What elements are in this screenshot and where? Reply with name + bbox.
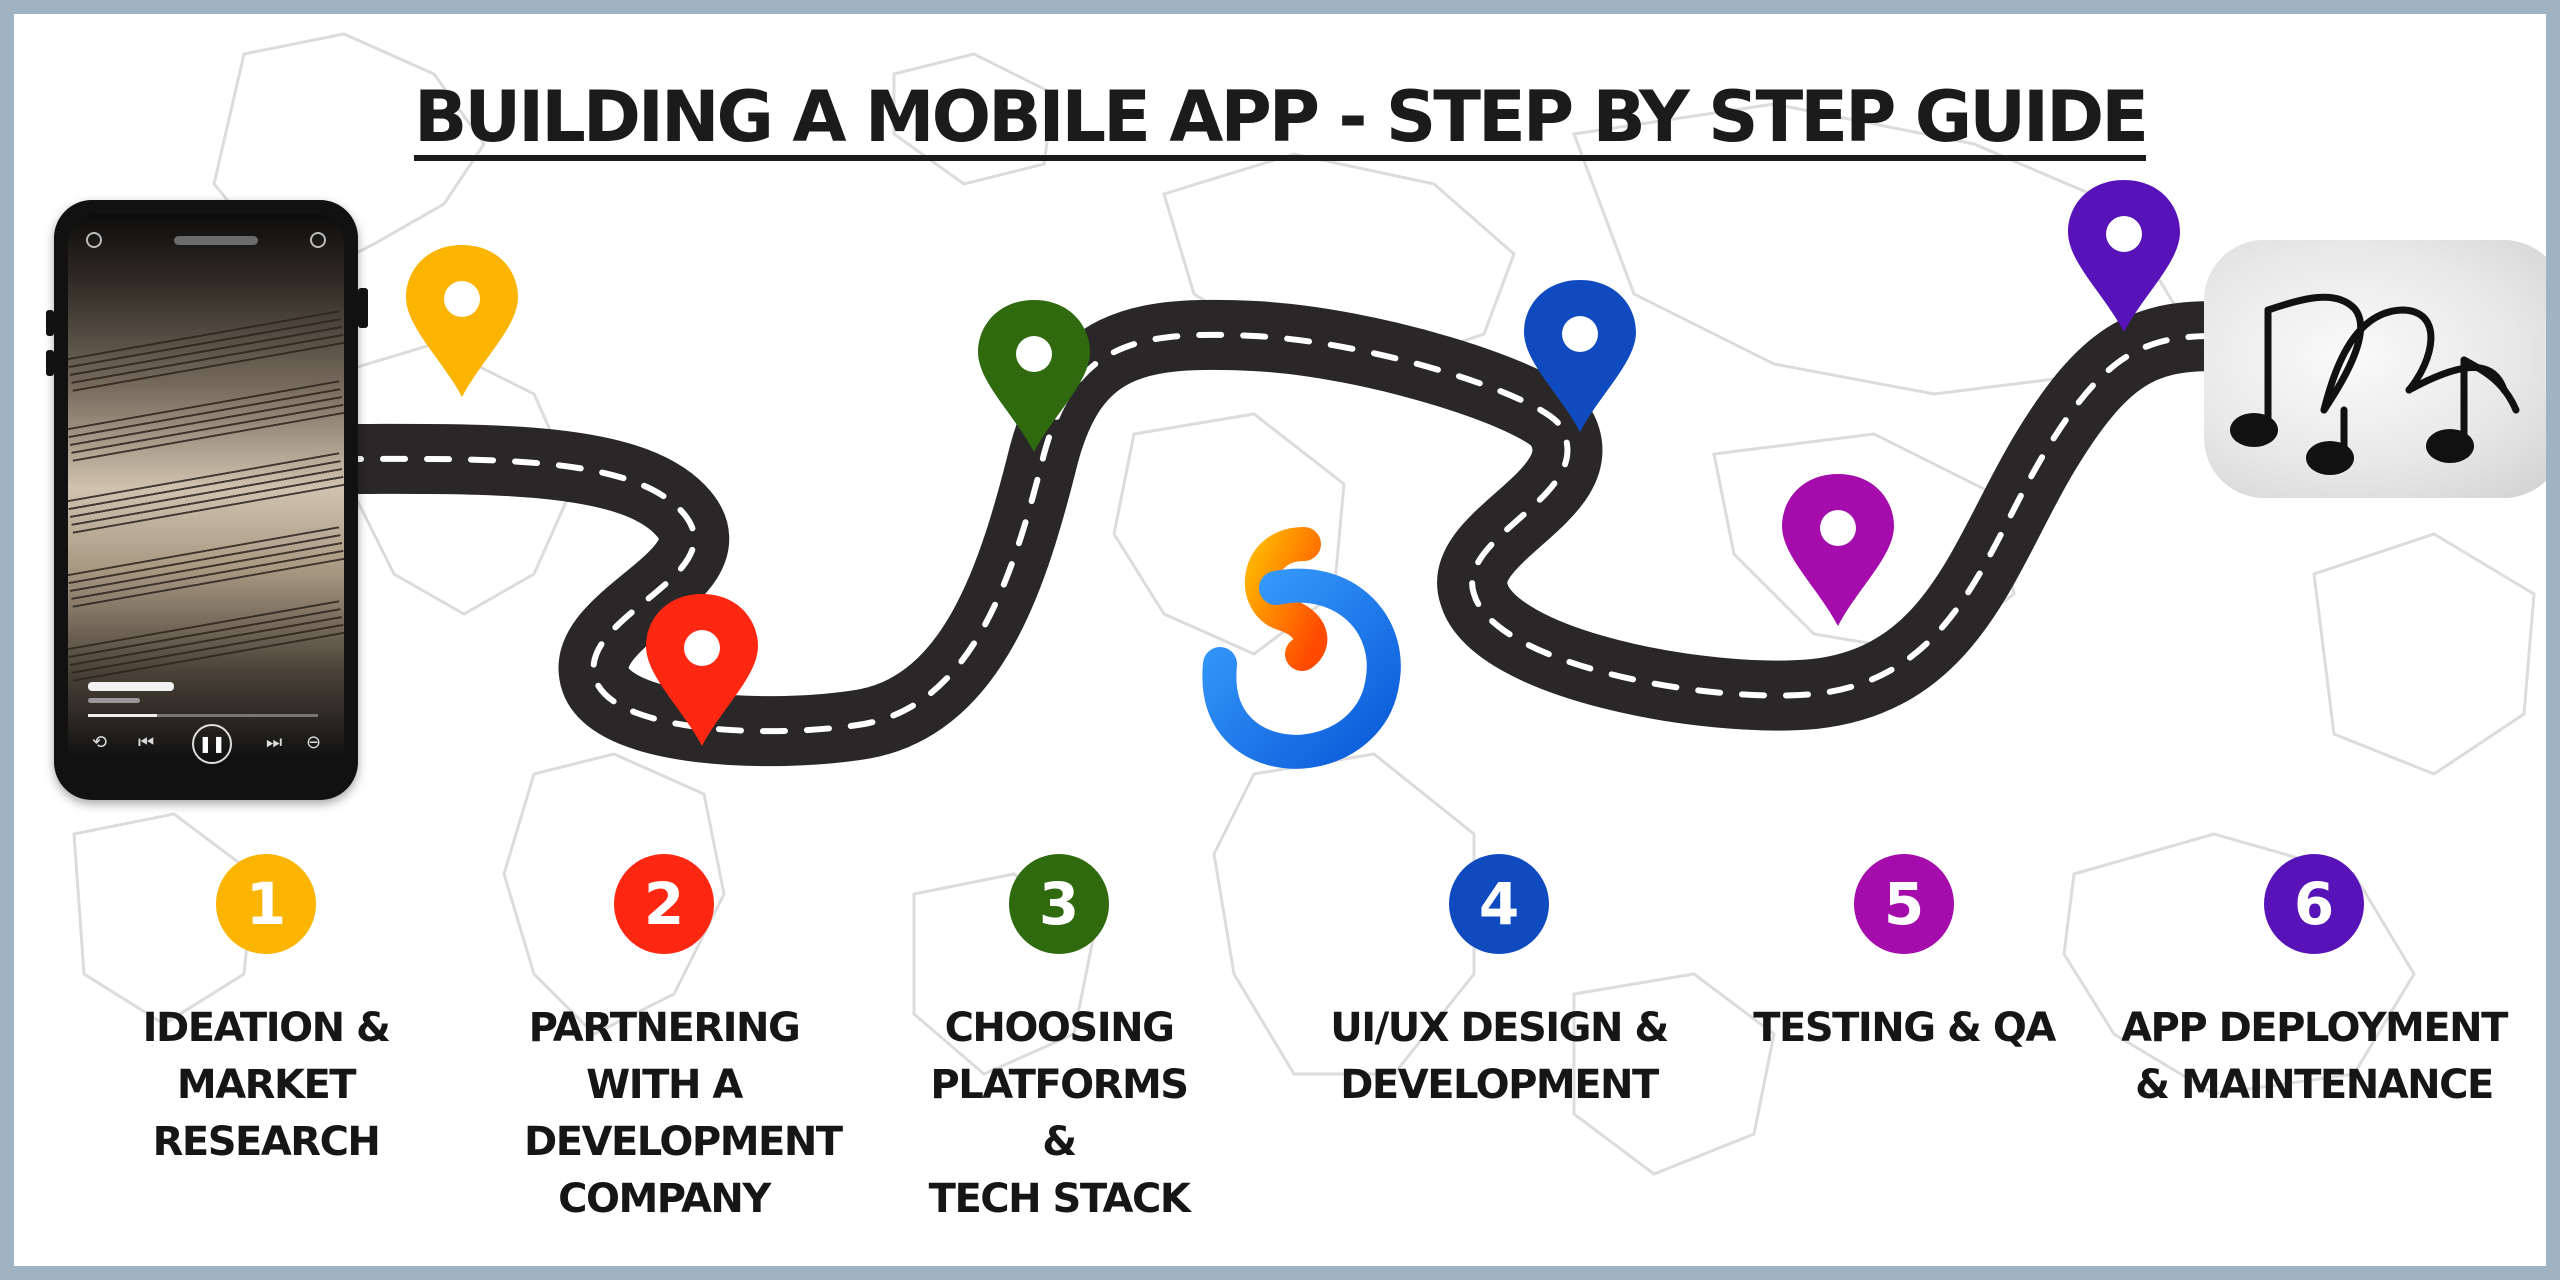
step-number-badge: 4 (1449, 854, 1549, 954)
road (304, 299, 2249, 767)
infographic-frame: BUILDING A MOBILE APP - STEP BY STEP GUI… (14, 14, 2546, 1266)
track-artist (88, 698, 140, 703)
step-number-badge: 5 (1854, 854, 1954, 954)
pin-step-1 (406, 245, 518, 397)
step-3: 3 CHOOSING PLATFORMS & TECH STACK (919, 854, 1199, 1228)
track-progress-fill (88, 714, 157, 717)
pin-step-2 (646, 594, 758, 746)
step-2: 2 PARTNERING WITH A DEVELOPMENT COMPANY (524, 854, 843, 1228)
step-label: IDEATION & MARKET RESEARCH (142, 1005, 391, 1165)
more-options-icon[interactable] (310, 232, 326, 248)
step-number-badge: 6 (2264, 854, 2364, 954)
phone-side-button (46, 350, 54, 376)
track-progress-bar[interactable] (88, 714, 318, 717)
music-notes-heart-icon (2230, 293, 2520, 475)
page-title: BUILDING A MOBILE APP - STEP BY STEP GUI… (14, 76, 2546, 158)
step-label: PARTNERING WITH A DEVELOPMENT COMPANY (524, 1005, 843, 1222)
step-number-badge: 1 (216, 854, 316, 954)
roadmap-illustration (304, 180, 2249, 769)
previous-icon[interactable]: ⏮ (138, 732, 155, 753)
step-6: 6 APP DEPLOYMENT & MAINTENANCE (2094, 854, 2534, 1114)
sheet-music-artwork (68, 600, 344, 682)
chevron-down-icon[interactable] (86, 232, 102, 248)
music-player-screen: ⟲ ⏮ ❚❚ ⏭ ⊖ (68, 214, 344, 786)
step-label: UI/UX DESIGN & DEVELOPMENT (1330, 1005, 1669, 1108)
pin-step-3 (978, 300, 1090, 452)
step-5: 5 TESTING & QA (1714, 854, 2094, 1057)
sheet-music-artwork (68, 452, 344, 534)
phone-power-button (358, 288, 368, 328)
menu-icon[interactable]: ⊖ (306, 732, 322, 753)
step-label: TESTING & QA (1753, 1005, 2056, 1051)
sheet-music-artwork (68, 380, 344, 462)
phone-side-button (46, 310, 54, 336)
step-1: 1 IDEATION & MARKET RESEARCH (126, 854, 406, 1171)
sheet-music-artwork (68, 526, 344, 608)
next-icon[interactable]: ⏭ (266, 732, 283, 753)
brand-s-logo-icon (1202, 527, 1401, 769)
pin-step-4 (1524, 280, 1636, 432)
track-title (88, 682, 174, 691)
page-title-text: BUILDING A MOBILE APP - STEP BY STEP GUI… (413, 76, 2149, 158)
phone-mockup: ⟲ ⏮ ❚❚ ⏭ ⊖ (46, 200, 368, 800)
phone-notch (174, 236, 258, 245)
sheet-music-artwork (68, 310, 344, 392)
step-number-badge: 3 (1009, 854, 1109, 954)
pin-step-6 (2068, 180, 2180, 332)
step-label: CHOOSING PLATFORMS & TECH STACK (928, 1005, 1191, 1222)
pause-icon[interactable]: ❚❚ (192, 724, 232, 764)
destination-logo (2204, 240, 2546, 498)
repeat-icon[interactable]: ⟲ (92, 732, 108, 753)
step-label: APP DEPLOYMENT & MAINTENANCE (2121, 1005, 2508, 1108)
pin-step-5 (1782, 474, 1894, 626)
step-number-badge: 2 (614, 854, 714, 954)
step-4: 4 UI/UX DESIGN & DEVELOPMENT (1284, 854, 1714, 1114)
